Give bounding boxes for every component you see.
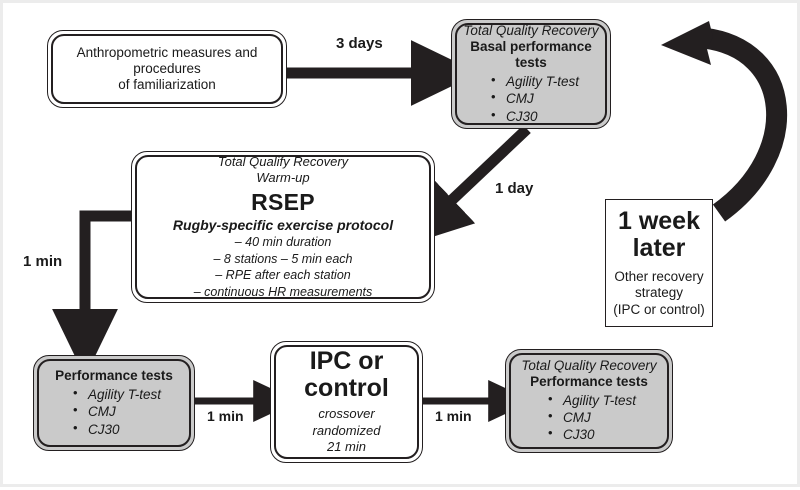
edge-label-1-min-bottom-1: 1 min xyxy=(207,408,244,424)
ipc-line2: randomized xyxy=(312,422,381,438)
list-item: CMJ xyxy=(69,402,161,420)
week-later-big2: later xyxy=(632,234,686,263)
week-later-line2: strategy xyxy=(634,285,684,301)
rsep-header2: Warm-up xyxy=(256,170,310,186)
node-one-week-later: 1 week later Other recovery strategy (IP… xyxy=(605,199,713,327)
familiarization-line2: procedures xyxy=(133,60,201,76)
node-performance-tests-left: Performance tests Agility T-test CMJ CJ3… xyxy=(33,355,195,451)
familiarization-line1: Anthropometric measures and xyxy=(76,44,258,60)
list-item: CJ30 xyxy=(544,425,636,443)
rsep-acronym: RSEP xyxy=(251,189,315,216)
rsep-subtitle: Rugby-specific exercise protocol xyxy=(172,216,394,233)
list-item: CJ30 xyxy=(487,107,579,123)
familiarization-line3: of familiarization xyxy=(118,77,216,93)
list-item: CJ30 xyxy=(69,420,161,438)
basal-tests-header: Total Quality Recovery xyxy=(463,23,599,39)
arrow-1-day xyxy=(403,125,531,247)
basal-tests-subheader: Basal performance tests xyxy=(470,38,592,70)
edge-label-1-min-left: 1 min xyxy=(23,253,63,270)
edge-label-1-day: 1 day xyxy=(495,180,534,197)
rsep-detail-item: – 8 stations – 5 min each xyxy=(213,251,353,266)
week-later-line1: Other recovery xyxy=(614,269,704,285)
rsep-detail-item: – continuous HR measurements xyxy=(193,284,373,299)
list-item: Agility T-test xyxy=(544,391,636,409)
rsep-detail-item: – 40 min duration xyxy=(234,235,332,250)
ipc-big1: IPC or xyxy=(309,346,384,375)
week-later-big1: 1 week xyxy=(617,207,700,236)
rsep-details: – 40 min duration – 8 stations – 5 min e… xyxy=(193,234,373,299)
list-item: Agility T-test xyxy=(487,72,579,90)
node-rsep: Total Qualify Recovery Warm-up RSEP Rugb… xyxy=(131,151,435,303)
node-familiarization: Anthropometric measures and procedures o… xyxy=(47,30,287,108)
list-item: CMJ xyxy=(544,408,636,426)
rsep-header1: Total Qualify Recovery xyxy=(217,155,349,169)
perf-left-header: Performance tests xyxy=(55,368,173,383)
ipc-line3: 21 min xyxy=(326,439,367,455)
node-basal-performance-tests: Total Quality Recovery Basal performance… xyxy=(451,19,611,129)
ipc-line1: crossover xyxy=(318,405,375,421)
edge-label-1-min-bottom-2: 1 min xyxy=(435,408,472,424)
perf-right-header: Total Quality Recovery xyxy=(521,358,657,374)
list-item: CMJ xyxy=(487,89,579,107)
edge-label-3-days: 3 days xyxy=(336,35,383,52)
rsep-detail-item: – RPE after each station xyxy=(215,268,351,283)
perf-right-subheader: Performance tests xyxy=(530,373,648,389)
arrow-1-week-loop xyxy=(661,21,788,222)
list-item: Agility T-test xyxy=(69,385,161,403)
node-performance-tests-right: Total Quality Recovery Performance tests… xyxy=(505,349,673,453)
node-ipc-or-control: IPC or control crossover randomized 21 m… xyxy=(270,341,423,463)
ipc-big2: control xyxy=(304,373,389,402)
week-later-line3: (IPC or control) xyxy=(613,301,705,317)
